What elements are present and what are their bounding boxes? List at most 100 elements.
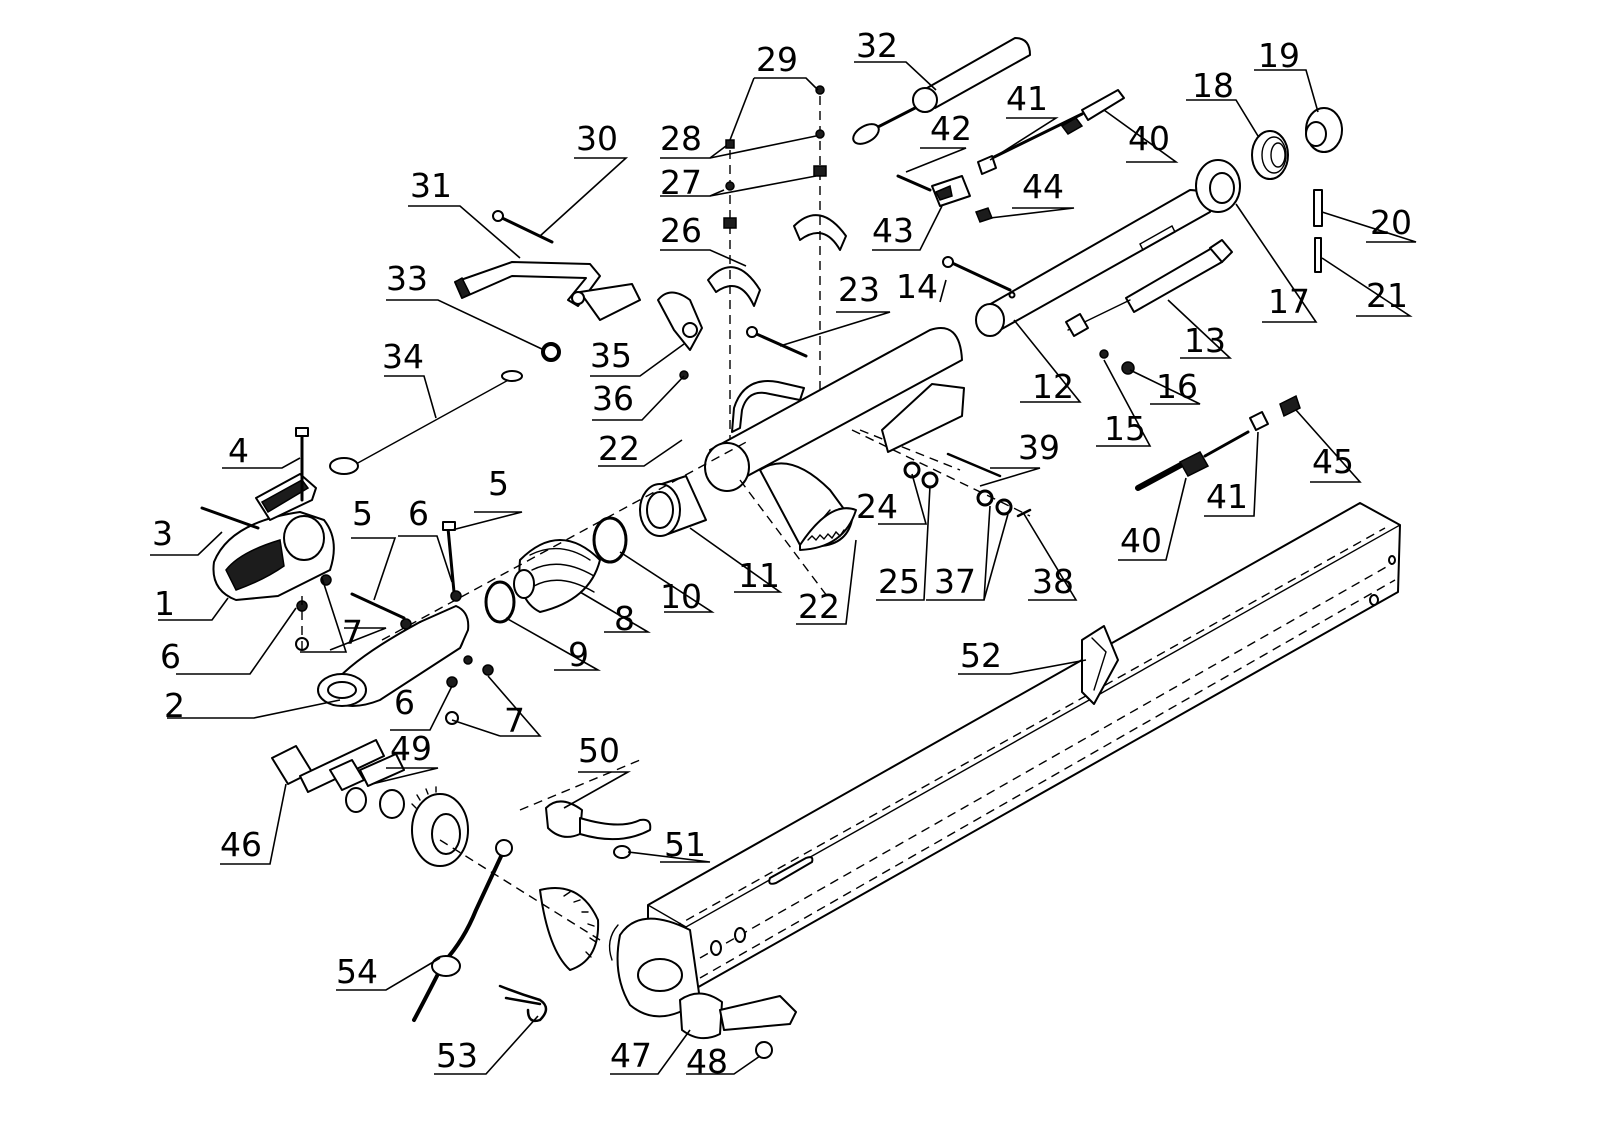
ring-part-33 (541, 342, 561, 362)
bolt-part-39 (946, 452, 1002, 478)
bolt-part-4 (295, 427, 309, 502)
spring-part-18 (1251, 130, 1289, 180)
callout-38: 38 (1032, 562, 1074, 601)
callout-13: 13 (1184, 321, 1226, 360)
callout-40a: 40 (1128, 119, 1170, 158)
chain-part-54 (412, 839, 513, 1022)
shaft-part-49 (329, 753, 405, 819)
callout-35: 35 (590, 336, 632, 375)
bolt-part-3 (200, 506, 260, 530)
callout-26: 26 (660, 211, 702, 250)
callout-18: 18 (1192, 66, 1234, 105)
nut-part-7-mid (482, 664, 494, 676)
callout-44: 44 (1022, 167, 1064, 206)
cap-part-45 (1279, 394, 1301, 418)
washer-part-15 (1099, 349, 1109, 359)
bolt-part-5-right (442, 521, 456, 594)
callout-48: 48 (686, 1042, 728, 1081)
nut-part-48 (755, 1041, 773, 1059)
pin-part-20 (1313, 189, 1323, 227)
callout-34: 34 (382, 337, 424, 376)
pin-part-21 (1314, 237, 1322, 273)
catch-part-35 (657, 291, 703, 380)
washer-part-37a (976, 489, 994, 507)
callout-6a: 6 (160, 637, 181, 676)
callout-17: 17 (1268, 282, 1310, 321)
callout-5a: 5 (352, 494, 373, 533)
fitting-part-43 (896, 174, 971, 207)
callout-8: 8 (614, 599, 635, 638)
washer-part-37b (995, 498, 1013, 516)
callout-37: 37 (934, 562, 976, 601)
nut-part-6-upper (400, 618, 412, 630)
callout-1: 1 (154, 584, 175, 623)
collar-part-17 (1195, 159, 1241, 213)
leader-lines (150, 61, 1417, 1075)
callout-labels: 1 2 3 4 5 5 6 6 6 7 7 8 9 10 11 12 13 14… (152, 26, 1412, 1081)
nut-part-25 (921, 471, 939, 489)
shaft-part-40-lower (1135, 430, 1250, 491)
handle-part-32 (852, 37, 1031, 145)
spring-pin-part-53 (498, 984, 548, 1023)
callout-9: 9 (568, 635, 589, 674)
callout-7a: 7 (342, 613, 363, 652)
callout-43: 43 (872, 211, 914, 250)
callout-15: 15 (1104, 409, 1146, 448)
callout-46: 46 (220, 825, 262, 864)
callout-51: 51 (664, 825, 706, 864)
callout-29: 29 (756, 40, 798, 79)
callout-36: 36 (592, 379, 634, 418)
pin-part-30 (492, 210, 554, 244)
lever-part-31 (454, 261, 641, 321)
bolt-part-5-left (350, 592, 406, 620)
callout-39: 39 (1018, 428, 1060, 467)
nut-part-6-low (446, 676, 458, 688)
callout-45: 45 (1312, 442, 1354, 481)
crank-part-50 (545, 800, 652, 841)
bellows-part-8 (513, 539, 601, 613)
callout-23: 23 (838, 270, 880, 309)
callout-28: 28 (660, 119, 702, 158)
nut-part-6-mid (450, 590, 462, 602)
callout-27: 27 (660, 163, 702, 202)
towing-eye-part-2 (317, 605, 470, 707)
callout-11: 11 (738, 556, 780, 595)
gear-hub-left (411, 786, 469, 867)
callout-22a: 22 (598, 429, 640, 468)
callout-12: 12 (1032, 367, 1074, 406)
callout-53: 53 (436, 1036, 478, 1075)
inner-tube-part-12 (975, 189, 1211, 337)
gear-sector-lower (799, 507, 857, 551)
ring-part-9 (484, 580, 516, 624)
callout-24: 24 (856, 487, 898, 526)
coupling-head-part-1 (212, 473, 335, 601)
nut-part-19 (1305, 107, 1343, 153)
callout-47: 47 (610, 1036, 652, 1075)
ring-part-10 (592, 516, 628, 564)
bearing-part-11 (639, 475, 707, 537)
callout-5b: 5 (488, 464, 509, 503)
callout-6b: 6 (408, 494, 429, 533)
crank-part-47 (679, 992, 797, 1040)
bolt-part-23 (746, 326, 808, 358)
bracket-part-52 (1081, 625, 1119, 705)
clip-part-44 (975, 207, 993, 223)
nut-part-41-lower (1249, 411, 1269, 431)
gear-sector-lower-left (539, 887, 600, 971)
callout-6c: 6 (394, 683, 415, 722)
callout-20: 20 (1370, 203, 1412, 242)
drawbar-beam (608, 502, 1401, 1018)
damper-part-13 (1065, 239, 1233, 337)
callout-41a: 41 (1006, 79, 1048, 118)
callout-3: 3 (152, 514, 173, 553)
screw-stack-right (813, 85, 827, 177)
callout-31: 31 (410, 166, 452, 205)
nut-part-51 (613, 845, 631, 859)
callout-7b: 7 (504, 701, 525, 740)
pin-part-38 (1016, 508, 1032, 518)
callout-41b: 41 (1206, 477, 1248, 516)
callout-49: 49 (390, 729, 432, 768)
shaft-part-40-upper (986, 89, 1125, 162)
nut-part-16 (1121, 361, 1135, 375)
